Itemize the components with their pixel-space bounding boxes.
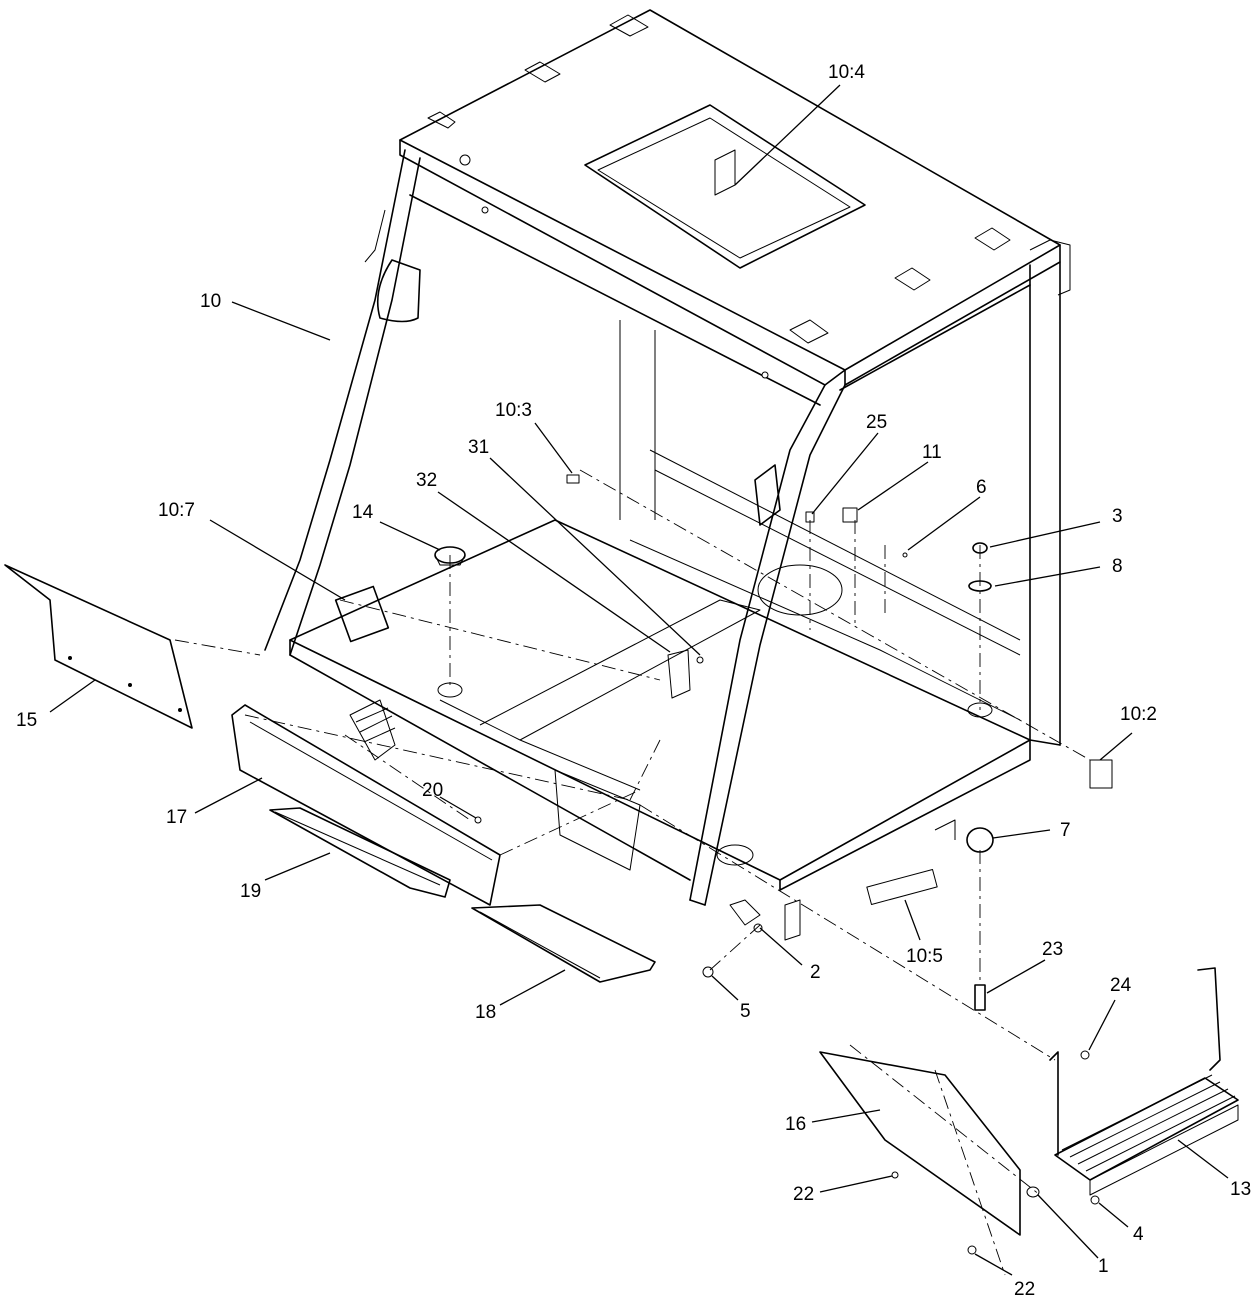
washer-1: [1026, 1186, 1040, 1198]
callout-24: 24: [1110, 975, 1132, 996]
callout-17: 17: [166, 807, 187, 828]
callout-18: 18: [475, 1002, 496, 1023]
bracket-31-32: [667, 649, 691, 699]
callout-22-upper: 22: [793, 1184, 814, 1205]
side-panel-15: [4, 564, 193, 729]
callout-3: 3: [1112, 506, 1123, 527]
callout-19: 19: [240, 881, 261, 902]
callout-14: 14: [352, 502, 374, 523]
decal-10-7: [334, 585, 390, 643]
callout-10-2: 10:2: [1120, 704, 1157, 725]
side-panel-16: [819, 1051, 1021, 1236]
assembly-centerlines: [174, 469, 1091, 1276]
decal-10-2: [1089, 759, 1113, 789]
bolt-2: [753, 923, 763, 933]
callout-22-lower: 22: [1014, 1279, 1035, 1300]
callout-25: 25: [866, 412, 887, 433]
nut-4: [1090, 1195, 1100, 1205]
mount-7: [966, 827, 994, 853]
callout-20: 20: [422, 780, 443, 801]
callout-11: 11: [922, 442, 942, 463]
screw-6: [902, 552, 908, 558]
loose-parts: [4, 474, 1239, 1255]
callout-10-4: 10:4: [828, 62, 865, 83]
step-13: [1049, 967, 1239, 1196]
callout-5: 5: [740, 1001, 751, 1022]
washer-8: [968, 580, 992, 592]
decal-10-5: [866, 869, 938, 905]
foot-plate-18: [471, 904, 656, 983]
callout-2: 2: [810, 962, 821, 983]
callout-6: 6: [976, 477, 987, 498]
callout-13: 13: [1230, 1179, 1251, 1200]
callout-1: 1: [1098, 1256, 1109, 1277]
callout-16: 16: [785, 1114, 806, 1135]
leader-lines: [49, 84, 1229, 1276]
bolt-24: [1080, 1050, 1090, 1060]
callout-10-3: 10:3: [495, 400, 532, 421]
callout-7: 7: [1060, 820, 1071, 841]
callout-31: 31: [468, 437, 489, 458]
nut-5: [702, 966, 714, 978]
nut-20: [474, 816, 482, 824]
callout-labels: 10:4 10 10:3 25 31 11 32 6 10:7 14 3 8 1…: [16, 62, 1251, 1300]
decal-10-3: [566, 474, 580, 484]
nut-3: [972, 542, 988, 554]
callout-23: 23: [1042, 939, 1063, 960]
callout-4: 4: [1133, 1224, 1144, 1245]
screw-22b: [967, 1245, 977, 1255]
callout-10-7: 10:7: [158, 500, 195, 521]
trim-19: [269, 807, 451, 898]
callout-32: 32: [416, 470, 437, 491]
callout-10: 10: [200, 291, 221, 312]
bolt-23: [974, 984, 986, 1011]
callout-10-5: 10:5: [906, 946, 943, 967]
plate-11: [842, 507, 858, 523]
clip-25: [805, 511, 815, 523]
screw-22a: [891, 1171, 899, 1179]
step-panel-17: [231, 704, 501, 906]
cab-frame: [264, 9, 1071, 941]
callout-8: 8: [1112, 556, 1123, 577]
callout-15: 15: [16, 710, 37, 731]
